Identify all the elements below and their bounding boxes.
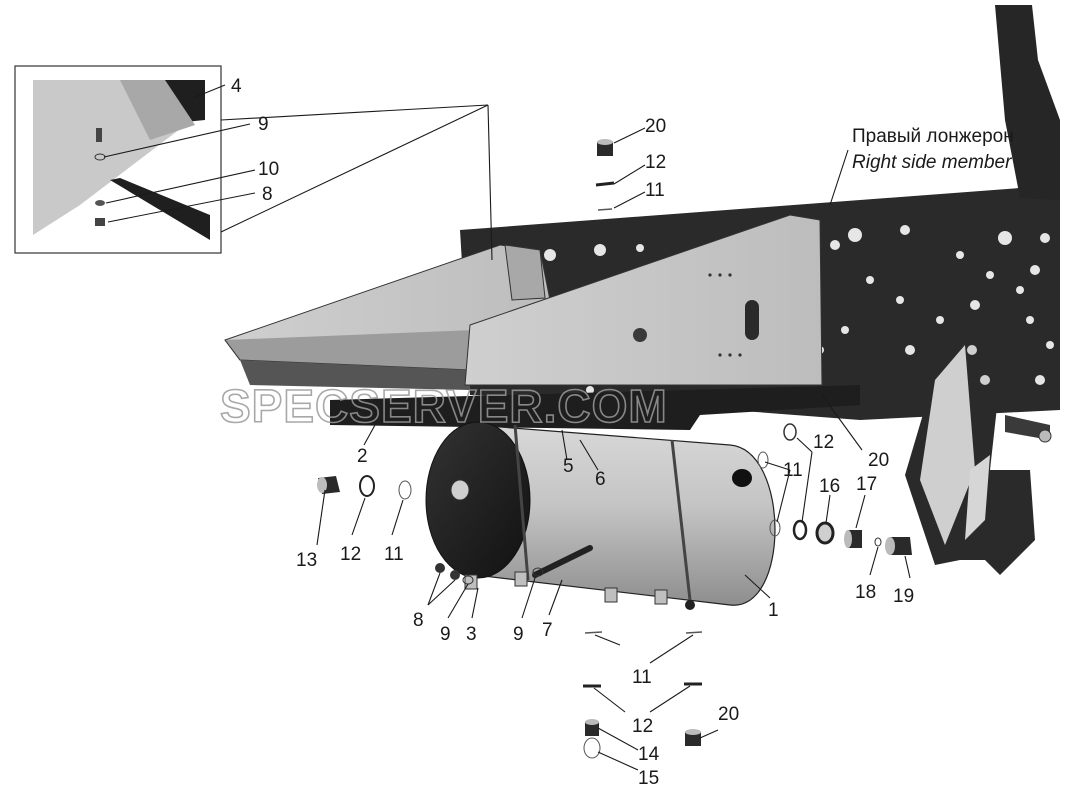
label-13: 13 (296, 550, 317, 571)
nut-19 (885, 537, 912, 555)
label-17: 17 (856, 474, 877, 495)
crossbeam-strip (330, 385, 860, 430)
washer-16 (815, 521, 835, 545)
caption-leader-line (829, 149, 849, 206)
label-9: 9 (513, 624, 524, 645)
label-12: 12 (632, 716, 653, 737)
label-9: 9 (258, 114, 269, 135)
label-10: 10 (258, 159, 279, 180)
seal-ring-12-right (783, 423, 797, 441)
label-19: 19 (893, 586, 914, 607)
inset-connector-line (220, 104, 489, 233)
ring-15 (583, 737, 601, 759)
label-6: 6 (595, 469, 606, 490)
label-20: 20 (645, 116, 666, 137)
plug-20-bottom (685, 729, 701, 746)
drain-valve-14 (585, 719, 599, 736)
label-12: 12 (340, 544, 361, 565)
inset-connector-line (220, 104, 489, 121)
label-14: 14 (638, 744, 660, 765)
gasket-11 (398, 480, 412, 500)
label-8: 8 (413, 610, 424, 631)
mounting-bracket-right (464, 214, 823, 386)
gasket-11-right (757, 451, 769, 469)
seal-ring-12-right-lower (792, 519, 808, 541)
label-11: 11 (632, 667, 652, 688)
callout-labels: 4 9 10 8 2 13 12 11 8 9 3 9 7 5 6 1 11 1… (231, 76, 914, 789)
label-9: 9 (440, 624, 451, 645)
gasket-11-right-lower (769, 519, 781, 537)
label-5: 5 (563, 456, 574, 477)
label-11: 11 (783, 460, 803, 481)
ring-18 (874, 537, 882, 547)
caption-ru: Правый лонжерон (852, 126, 1014, 147)
seal-ring-12-top (595, 181, 615, 187)
caption-en: Right side member (852, 152, 1012, 173)
seal-ring-12 (359, 475, 375, 497)
detail-inset (14, 65, 222, 254)
label-1: 1 (768, 600, 779, 621)
air-tank (425, 421, 776, 610)
label-12: 12 (813, 432, 834, 453)
label-20: 20 (868, 450, 889, 471)
label-11: 11 (384, 544, 404, 565)
gasket-11-bottom-a (584, 631, 603, 634)
label-15: 15 (638, 768, 659, 789)
label-7: 7 (542, 620, 553, 641)
label-3: 3 (466, 624, 477, 645)
gasket-11-bottom-b (685, 631, 703, 634)
gasket-11-top (597, 208, 613, 211)
label-2: 2 (357, 446, 368, 467)
label-16: 16 (819, 476, 840, 497)
leader-lines (103, 84, 911, 771)
bolts-8 (435, 563, 460, 580)
inset-connector-line (487, 104, 493, 261)
label-18: 18 (855, 582, 876, 603)
label-12: 12 (645, 152, 666, 173)
label-8: 8 (262, 184, 273, 205)
spring-bracket (905, 330, 1052, 575)
watermark: SPECSERVER.COM (220, 380, 668, 432)
label-11: 11 (645, 180, 665, 201)
label-20: 20 (718, 704, 739, 725)
valve-17 (844, 530, 862, 548)
label-4: 4 (231, 76, 242, 97)
fitting-13 (317, 476, 340, 494)
plug-20-top (597, 139, 613, 156)
